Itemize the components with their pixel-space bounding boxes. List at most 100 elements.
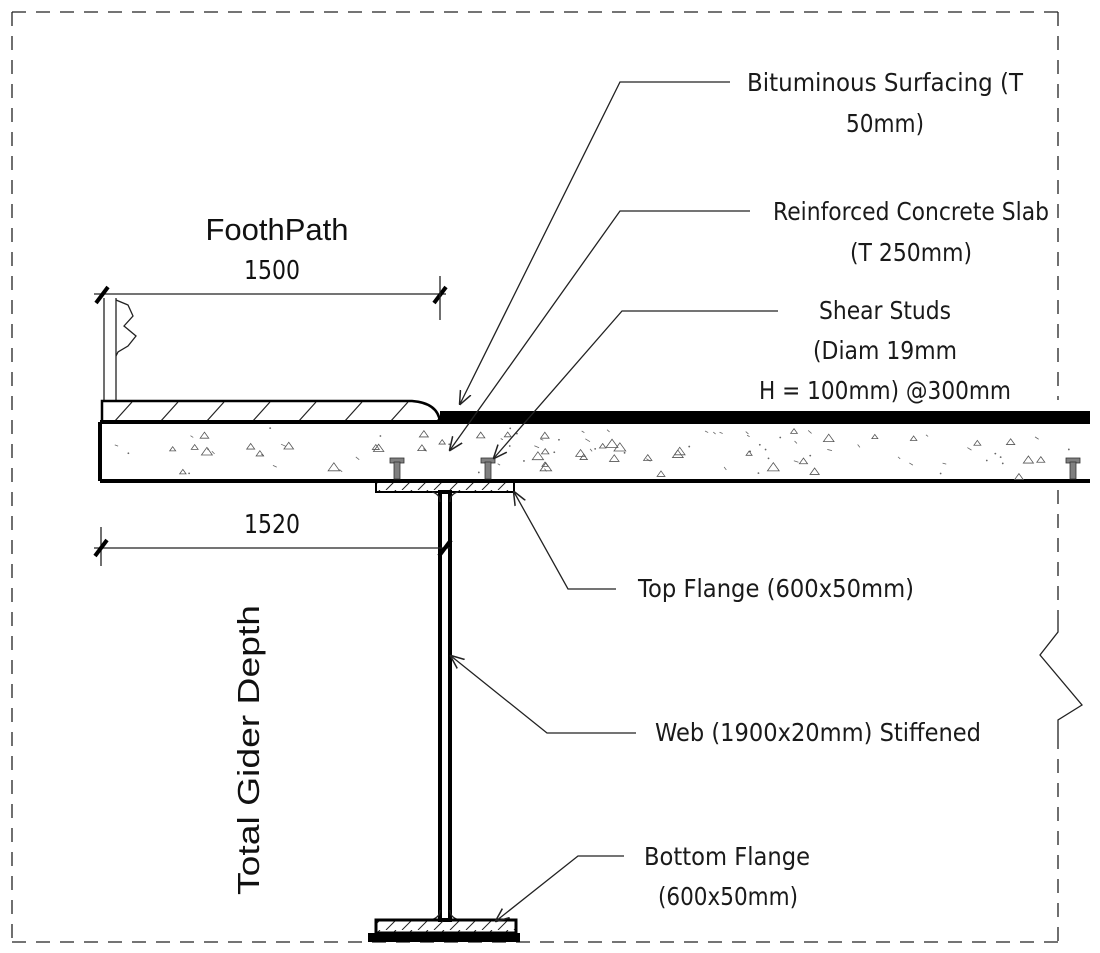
svg-text:Bottom Flange: Bottom Flange xyxy=(644,842,810,871)
aggregate-mark xyxy=(822,433,835,443)
aggregate-mark xyxy=(188,472,191,475)
aggregate-mark xyxy=(909,462,914,466)
shear-stud xyxy=(1065,457,1081,480)
svg-text:Web (1900x20mm) Stiffened: Web (1900x20mm) Stiffened xyxy=(655,718,981,747)
aggregate-mark xyxy=(985,459,988,462)
aggregate-mark xyxy=(1001,462,1004,465)
aggregate-mark xyxy=(574,448,587,457)
aggregate-mark xyxy=(1022,455,1035,464)
callout-bituminous: Bituminous Surfacing (T 50mm) xyxy=(747,68,1024,138)
aggregate-mark xyxy=(1034,436,1039,440)
aggregate-mark xyxy=(789,427,799,434)
aggregate-mark xyxy=(245,442,256,450)
aggregate-mark xyxy=(757,472,760,475)
aggregate-mark xyxy=(758,443,761,446)
aggregate-mark xyxy=(585,438,591,443)
aggregate-mark xyxy=(523,460,525,462)
callout-top-flange: Top Flange (600x50mm) xyxy=(637,574,914,603)
aggregate-mark xyxy=(418,429,430,438)
drawing-border xyxy=(11,11,1083,943)
steel-girder xyxy=(368,481,520,942)
aggregate-mark xyxy=(704,430,709,433)
aggregate-mark xyxy=(897,456,901,460)
depth-label: Total Gider Depth xyxy=(231,605,266,895)
aggregate-mark xyxy=(723,466,727,471)
parapet-railing xyxy=(103,298,137,400)
web-leader xyxy=(451,656,636,734)
footpath-title: FoothPath xyxy=(205,212,348,247)
aggregate-mark xyxy=(178,468,187,475)
aggregate-mark xyxy=(280,443,286,447)
aggregate-mark xyxy=(827,449,833,452)
aggregate-mark xyxy=(190,435,194,438)
aggregate-mark xyxy=(745,450,753,456)
aggregate-mark xyxy=(531,451,545,461)
svg-text:(600x50mm): (600x50mm) xyxy=(658,882,798,911)
aggregate-mark xyxy=(623,451,626,454)
aggregate-mark xyxy=(794,440,798,444)
bituminous-surfacing xyxy=(440,411,1090,422)
aggregate-mark xyxy=(540,438,544,441)
aggregate-mark xyxy=(497,463,501,466)
callout-studs: Shear Studs (Diam 19mm H = 100mm) @300mm xyxy=(759,296,1011,405)
aggregate-mark xyxy=(598,442,607,449)
callout-slab: Reinforced Concrete Slab (T 250mm) xyxy=(773,197,1049,267)
footpath-block xyxy=(100,399,442,424)
aggregate-mark xyxy=(539,431,550,439)
aggregate-mark xyxy=(1005,438,1016,445)
aggregate-mark xyxy=(540,447,550,455)
aggregate-mark xyxy=(372,443,385,452)
aggregate-mark xyxy=(355,456,360,460)
svg-text:(T 250mm): (T 250mm) xyxy=(850,238,972,267)
web xyxy=(438,490,452,922)
aggregate-mark xyxy=(766,461,780,472)
aggregate-mark xyxy=(656,470,666,477)
offset-dimension: 1520 xyxy=(93,510,453,566)
aggregate-mark xyxy=(190,443,199,450)
aggregate-mark xyxy=(127,452,130,455)
aggregate-mark xyxy=(942,462,947,465)
aggregate-mark xyxy=(272,465,277,468)
aggregate-mark xyxy=(448,443,451,446)
aggregate-mark xyxy=(503,431,512,438)
aggregate-mark xyxy=(379,435,382,437)
aggregate-mark xyxy=(793,460,799,463)
aggregate-mark xyxy=(327,462,341,472)
aggregate-mark xyxy=(713,431,716,435)
aggregate-mark xyxy=(589,448,593,452)
aggregate-mark xyxy=(211,451,215,455)
callout-bottom-flange: Bottom Flange (600x50mm) xyxy=(644,842,810,911)
aggregate-mark xyxy=(200,446,214,456)
aggregate-mark xyxy=(939,472,942,475)
aggregate-mark xyxy=(594,447,597,450)
offset-label: 1520 xyxy=(244,510,300,540)
aggregate-mark xyxy=(1067,448,1070,451)
bottom-flange-leader xyxy=(496,855,624,921)
svg-text:Bituminous Surfacing (T: Bituminous Surfacing (T xyxy=(747,68,1024,97)
footpath-dimension: FoothPath 1500 xyxy=(94,212,448,320)
aggregate-mark xyxy=(534,445,540,449)
aggregate-mark xyxy=(581,430,585,433)
svg-text:(Diam 19mm: (Diam 19mm xyxy=(813,336,957,365)
break-symbol xyxy=(1039,618,1083,735)
aggregate-mark xyxy=(371,443,381,450)
aggregate-mark xyxy=(168,445,177,452)
top-flange-leader xyxy=(514,492,616,590)
svg-text:Top Flange (600x50mm): Top Flange (600x50mm) xyxy=(637,574,914,603)
aggregate-mark xyxy=(798,457,809,465)
aggregate-mark xyxy=(673,446,686,456)
aggregate-mark xyxy=(606,429,610,433)
aggregate-mark xyxy=(558,438,560,441)
aggregate-mark xyxy=(779,436,782,439)
aggregate-mark xyxy=(269,427,272,430)
aggregate-mark xyxy=(1036,455,1046,463)
aggregate-mark xyxy=(967,447,972,451)
callout-web: Web (1900x20mm) Stiffened xyxy=(655,718,981,747)
leader-lines xyxy=(450,81,778,921)
concrete-slab xyxy=(98,420,1090,483)
shear-studs xyxy=(389,457,1081,480)
aggregate-mark xyxy=(255,450,265,457)
aggregate-mark xyxy=(477,471,480,474)
bottom-flange xyxy=(374,918,518,935)
aggregate-mark xyxy=(553,451,556,454)
